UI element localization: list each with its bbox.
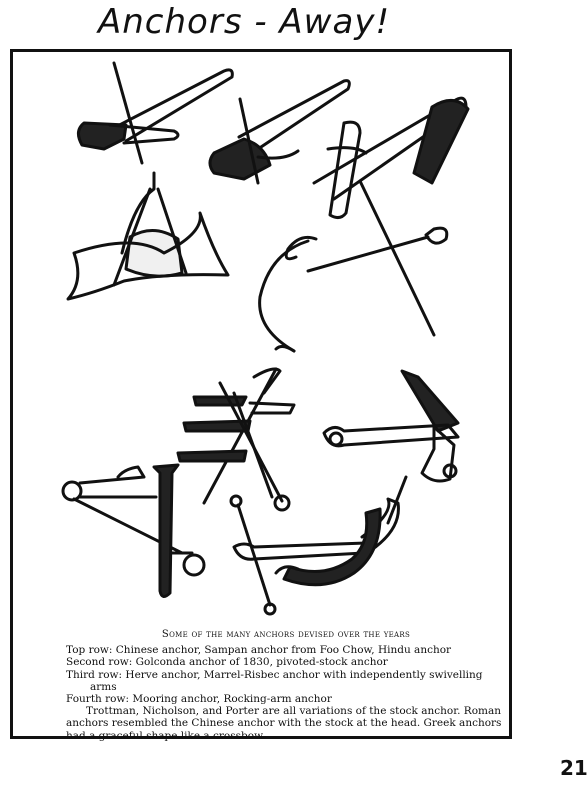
caption-paragraph: Trottman, Nicholson, and Porter are all … bbox=[66, 705, 502, 742]
golconda-anchor-drawing bbox=[66, 171, 230, 301]
chinese-anchor-drawing bbox=[77, 61, 234, 165]
caption-row-3: Third row: Herve anchor, Marrel-Risbec a… bbox=[66, 668, 483, 681]
illustration-frame bbox=[10, 49, 512, 739]
rocking-arm-anchor-drawing bbox=[229, 494, 400, 616]
herve-anchor-drawing bbox=[176, 367, 296, 512]
caption-heading: Some of the many anchors devised over th… bbox=[161, 629, 411, 640]
caption-row-2: Second row: Golconda anchor of 1830, piv… bbox=[66, 656, 388, 669]
caption-row-1: Top row: Chinese anchor, Sampan anchor f… bbox=[66, 644, 452, 657]
hindu-anchor-drawing bbox=[312, 96, 470, 220]
caption-row-3-continued: arms bbox=[90, 680, 117, 693]
page-number: 21 bbox=[560, 756, 587, 780]
anchor-illustrations bbox=[61, 61, 470, 616]
mooring-anchor-drawing bbox=[61, 463, 206, 598]
pivoted-stock-anchor-drawing bbox=[258, 179, 449, 353]
sampan-anchor-drawing bbox=[208, 79, 351, 185]
caption-row-4: Fourth row: Mooring anchor, Rocking-arm … bbox=[66, 693, 332, 706]
marrel-risbec-anchor-drawing bbox=[322, 369, 460, 525]
page-title: Anchors - Away! bbox=[98, 2, 391, 42]
figure-caption: Some of the many anchors devised over th… bbox=[66, 629, 506, 742]
